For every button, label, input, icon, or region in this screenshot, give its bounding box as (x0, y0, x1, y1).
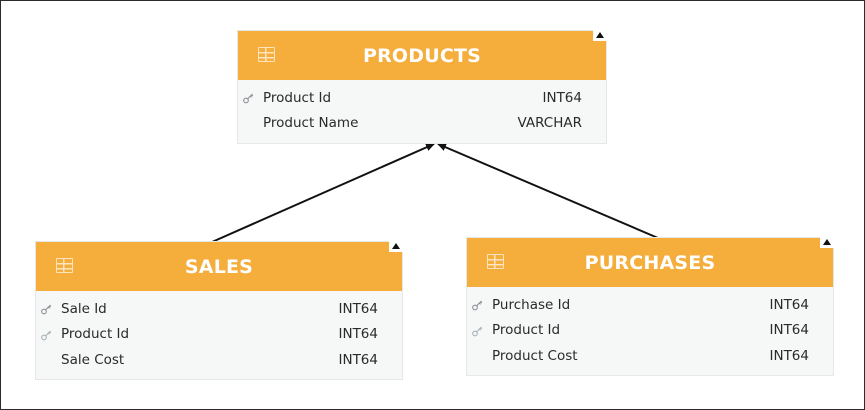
field-name: Product Id (61, 326, 130, 343)
field-name: Product Name (263, 115, 359, 132)
field-list: Product Id INT64 Product Name VARCHAR (238, 80, 606, 142)
field-row[interactable]: Purchase Id INT64 (467, 292, 833, 318)
table-title: SALES (184, 255, 254, 278)
field-name: Product Id (263, 89, 332, 106)
field-name: Product Cost (492, 347, 578, 364)
field-row[interactable]: Product Cost INT64 (467, 343, 833, 369)
table-header[interactable]: PURCHASES (467, 236, 834, 287)
field-row[interactable]: Product Name VARCHAR (238, 111, 606, 137)
field-type: INT64 (338, 300, 378, 317)
field-type: INT64 (542, 89, 582, 106)
collapse-triangle-icon[interactable] (820, 236, 834, 248)
table-grid-icon (258, 47, 275, 62)
field-name: Purchase Id (492, 296, 571, 313)
collapse-triangle-icon[interactable] (593, 29, 607, 41)
field-row[interactable]: Sale Id INT64 (36, 296, 402, 322)
key-icon (472, 326, 483, 336)
key-icon (243, 93, 254, 104)
link-sales-to-products[interactable] (211, 143, 435, 243)
field-list: Sale Id INT64 Product Id INT64 Sale Cost… (36, 291, 402, 379)
table-purchases[interactable]: PURCHASES Purchase Id INT64 Product Id I… (467, 236, 834, 375)
key-icon (472, 300, 483, 311)
table-title: PURCHASES (584, 251, 716, 274)
table-header[interactable]: SALES (36, 240, 403, 291)
table-sales[interactable]: SALES Sale Id INT64 Product Id INT64 (36, 240, 403, 379)
table-header[interactable]: PRODUCTS (238, 29, 607, 80)
table-grid-icon (487, 254, 504, 269)
field-row[interactable]: Product Id INT64 (238, 85, 606, 111)
field-name: Product Id (492, 322, 561, 339)
field-type: INT64 (338, 326, 378, 343)
field-type: INT64 (769, 322, 809, 339)
field-list: Purchase Id INT64 Product Id INT64 Produ… (467, 287, 833, 375)
field-name: Sale Id (61, 300, 107, 317)
field-type: INT64 (769, 347, 809, 364)
link-purchases-to-products[interactable] (437, 143, 659, 239)
key-icon (41, 330, 52, 340)
field-type: VARCHAR (517, 115, 582, 132)
field-row[interactable]: Sale Cost INT64 (36, 347, 402, 373)
field-type: INT64 (769, 296, 809, 313)
field-row[interactable]: Product Id INT64 (36, 322, 402, 348)
field-row[interactable]: Product Id INT64 (467, 318, 833, 344)
table-grid-icon (56, 258, 73, 273)
table-title: PRODUCTS (362, 44, 482, 67)
key-icon (41, 304, 52, 315)
field-type: INT64 (338, 351, 378, 368)
collapse-triangle-icon[interactable] (389, 240, 403, 252)
field-name: Sale Cost (61, 351, 125, 368)
table-products[interactable]: PRODUCTS Product Id INT64 Product Name V… (238, 29, 607, 143)
